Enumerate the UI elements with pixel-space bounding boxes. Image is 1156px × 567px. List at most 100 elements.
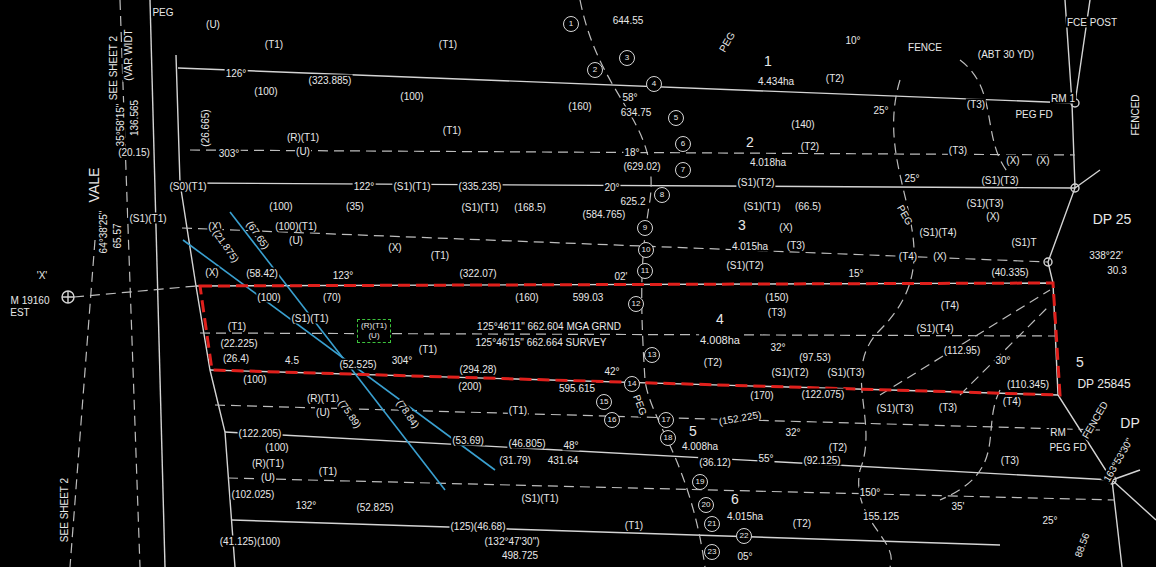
lot-number: 4 [715, 312, 725, 327]
survey-mark [1071, 184, 1079, 192]
survey-annotation: (S1)(T2) [770, 367, 809, 378]
survey-annotation: (T1) [438, 39, 458, 50]
survey-annotation: (100) [399, 91, 424, 102]
survey-annotation: 88.56 [1072, 530, 1092, 559]
survey-annotation: (170) [749, 390, 774, 401]
internal-line [880, 290, 1050, 395]
survey-annotation: (T3) [1000, 455, 1020, 466]
survey-annotation: (100)(T1) [274, 221, 318, 232]
survey-annotation: 2 [745, 135, 755, 150]
survey-annotation: 32° [784, 427, 801, 438]
creek-station-circle: 11 [637, 263, 653, 279]
survey-annotation: (T3) [948, 145, 968, 156]
survey-annotation: 150° [859, 487, 882, 498]
survey-annotation: 18° [623, 147, 640, 158]
survey-annotation: 625.2 [619, 196, 646, 207]
reserve-tag-box: (R)(T1)(U) [357, 319, 391, 343]
survey-annotation: (X) [204, 267, 219, 278]
survey-annotation: (20.15) [117, 147, 151, 158]
survey-annotation: (T1) [508, 405, 528, 416]
creek-station-circle: 21 [704, 516, 720, 532]
survey-annotation: (T3) [767, 307, 787, 318]
survey-annotation: (U) [205, 19, 221, 30]
survey-annotation: (X) [387, 242, 402, 253]
survey-annotation: (S1)(T4) [918, 227, 957, 238]
survey-annotation: 132° [295, 500, 318, 511]
survey-annotation: 30° [994, 355, 1011, 366]
internal-line [228, 478, 1115, 500]
survey-annotation: PEG [894, 202, 915, 228]
survey-annotation: (75.89) [336, 397, 364, 431]
survey-annotation: 5 [1075, 355, 1085, 370]
survey-annotation: (100) [268, 201, 293, 212]
creek-station-circle: 8 [654, 187, 670, 203]
blue-lines [183, 212, 495, 490]
survey-annotation: RM [1049, 427, 1067, 438]
survey-annotation: 4.015ha [726, 511, 764, 522]
station-number: 2 [593, 66, 597, 74]
survey-annotation: DP [1119, 416, 1140, 431]
survey-annotation: (X) [985, 211, 1000, 222]
survey-annotation: 498.725 [501, 550, 539, 561]
survey-annotation: 644.55 [612, 15, 645, 26]
creek-station-circle: 6 [675, 136, 691, 152]
survey-annotation: 304° [391, 355, 414, 366]
survey-annotation: (T1) [227, 321, 247, 332]
creek-station-circle: 23 [704, 544, 720, 560]
survey-annotation: (T2) [825, 73, 845, 84]
survey-annotation: 4.5 [284, 355, 300, 366]
creek-station-circle: 7 [675, 162, 691, 178]
survey-annotation: (T3) [938, 402, 958, 413]
track-line [859, 80, 914, 567]
survey-mark [62, 291, 74, 303]
creek-station-circle: 19 [692, 474, 708, 490]
survey-annotation: (58.42) [245, 268, 279, 279]
survey-annotation: 122° [353, 181, 376, 192]
survey-annotation: (46.805) [507, 438, 546, 449]
survey-annotation: (35) [345, 201, 365, 212]
survey-annotation: (S1)(T1) [520, 493, 559, 504]
survey-annotation: (168.5) [513, 202, 547, 213]
survey-annotation: FENCE [907, 42, 943, 53]
station-number: 8 [660, 191, 664, 199]
survey-annotation: (152.225) [717, 409, 763, 428]
survey-annotation: 32° [769, 342, 786, 353]
survey-annotation: 58° [621, 92, 638, 103]
road-line [70, 240, 95, 567]
survey-annotation: (100) [264, 442, 289, 453]
survey-annotation: (U) [260, 472, 276, 483]
lot-boundaries [150, 0, 1156, 567]
survey-annotation: (T1) [442, 125, 462, 136]
survey-annotation: (S0)(T1) [168, 181, 207, 192]
survey-annotation: (323.885) [308, 75, 353, 86]
survey-annotation: (110.345) [1006, 379, 1050, 390]
survey-annotation: FENCED [1130, 93, 1141, 136]
survey-annotation: 25° [1041, 515, 1058, 526]
survey-annotation: (T2) [828, 442, 848, 453]
survey-annotation: (26.665) [200, 108, 211, 147]
survey-mark [62, 291, 74, 303]
survey-annotation: (140) [790, 119, 815, 130]
station-number: 1 [569, 20, 573, 28]
survey-annotation: (122.075) [801, 389, 846, 400]
survey-annotation: 35' [950, 501, 965, 512]
survey-annotation: PEG FD [1014, 109, 1053, 120]
station-number: 14 [628, 380, 637, 388]
survey-annotation: (T2) [800, 141, 820, 152]
survey-annotation: (T1) [264, 39, 284, 50]
survey-annotation: EST [9, 307, 30, 318]
survey-annotation: 4.015ha [731, 241, 769, 252]
boundary-line [178, 68, 1072, 103]
survey-annotation: (21.875) [210, 227, 242, 265]
survey-annotation: 126° [225, 68, 248, 79]
survey-annotation: (X) [778, 222, 793, 233]
survey-annotation: (R)(T1) [286, 132, 320, 143]
survey-annotation: (629.02) [622, 161, 661, 172]
survey-annotation: (T1) [318, 466, 338, 477]
survey-annotation: 25° [872, 105, 889, 116]
station-number: 5 [674, 114, 678, 122]
station-number: 16 [608, 416, 617, 424]
boundary-line [1048, 103, 1122, 567]
creek-station-circle: 2 [587, 62, 603, 78]
